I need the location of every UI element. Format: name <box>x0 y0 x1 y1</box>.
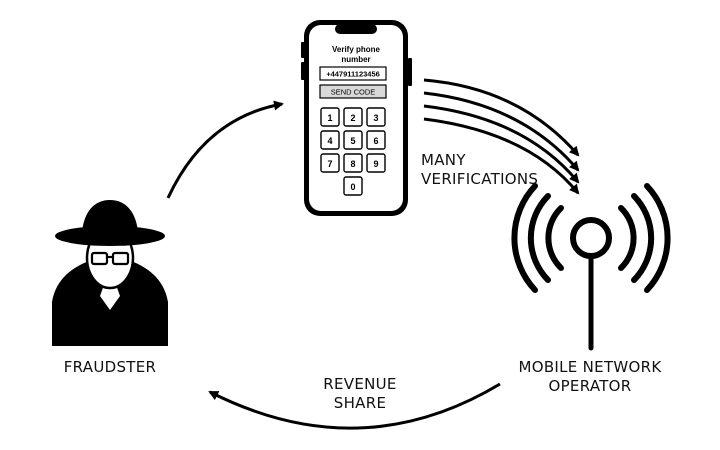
revenue-share-line1: REVENUE <box>323 375 397 393</box>
phone-number-input[interactable] <box>319 66 387 81</box>
antenna-core <box>570 217 612 259</box>
keypad-key-box[interactable] <box>343 107 363 127</box>
keypad-key-2[interactable]: 2 <box>343 107 363 127</box>
operator-label-line2: OPERATOR <box>548 377 632 395</box>
phone-notch <box>335 24 377 34</box>
operator-label: MOBILE NETWORK OPERATOR <box>500 358 680 396</box>
antenna-icon <box>511 183 671 351</box>
keypad-key-6[interactable]: 6 <box>366 130 386 150</box>
antenna-wave-right-1 <box>618 205 637 271</box>
keypad-key-label: 4 <box>327 136 332 146</box>
keypad-key-8[interactable]: 8 <box>343 153 363 173</box>
spy-glasses <box>90 251 130 266</box>
antenna-wave-left-3 <box>511 183 538 293</box>
keypad-key-9[interactable]: 9 <box>366 153 386 173</box>
spy-icon <box>52 200 168 346</box>
keypad-key-box[interactable] <box>366 130 386 150</box>
keypad-key-label: 0 <box>350 182 355 192</box>
phone-side-button <box>408 58 412 86</box>
spy-hat-crown <box>82 200 138 232</box>
keypad-key-3[interactable]: 3 <box>366 107 386 127</box>
send-code-button[interactable] <box>319 84 387 99</box>
antenna-wave-left-2 <box>527 193 551 283</box>
send-code-label: SEND CODE <box>331 88 376 97</box>
phone-title-line2: number <box>341 55 370 64</box>
keypad-key-label: 6 <box>373 136 378 146</box>
keypad-key-7[interactable]: 7 <box>320 153 340 173</box>
keypad-key-label: 3 <box>373 113 378 123</box>
keypad-key-4[interactable]: 4 <box>320 130 340 150</box>
verification-arrow-3 <box>423 104 580 184</box>
keypad-key-box[interactable] <box>366 107 386 127</box>
smartphone-icon: Verify phone number +447911123456 SEND C… <box>301 20 412 216</box>
verification-arrow-2 <box>423 91 580 172</box>
keypad-key-label: 7 <box>327 159 332 169</box>
arrow-fraudster-to-phone <box>166 100 284 199</box>
keypad-key-1[interactable]: 1 <box>320 107 340 127</box>
many-verifications-line2: VERIFICATIONS <box>421 170 539 188</box>
keypad-key-5[interactable]: 5 <box>343 130 363 150</box>
antenna-wave-left-1 <box>545 205 564 271</box>
antenna-wave-right-3 <box>644 183 671 293</box>
arrow-revenue-share <box>208 382 501 430</box>
verification-arrow-4 <box>423 117 580 195</box>
verification-arrow-1 <box>423 78 580 157</box>
keypad-key-label: 5 <box>350 136 355 146</box>
keypad-key-label: 2 <box>350 113 355 123</box>
fraudster-label: FRAUDSTER <box>63 358 157 376</box>
keypad-key-0[interactable]: 0 <box>343 176 363 196</box>
many-verifications-label: MANY VERIFICATIONS <box>421 151 538 189</box>
phone-number-value: +447911123456 <box>326 70 380 79</box>
keypad-key-box[interactable] <box>320 153 340 173</box>
keypad-key-box[interactable] <box>343 176 363 196</box>
keypad-key-box[interactable] <box>343 153 363 173</box>
keypad-key-label: 8 <box>350 159 355 169</box>
spy-hat-brim <box>55 226 165 246</box>
keypad: 1 2 3 4 5 6 7 8 9 0 <box>320 107 386 196</box>
keypad-key-box[interactable] <box>343 130 363 150</box>
many-verifications-line1: MANY <box>421 151 466 169</box>
keypad-key-label: 9 <box>373 159 378 169</box>
antenna-wave-right-2 <box>631 193 655 283</box>
operator-label-line1: MOBILE NETWORK <box>518 358 662 376</box>
keypad-key-label: 1 <box>327 113 332 123</box>
revenue-share-line2: SHARE <box>333 394 387 412</box>
revenue-share-label: REVENUE SHARE <box>300 375 420 413</box>
keypad-key-box[interactable] <box>320 130 340 150</box>
keypad-key-box[interactable] <box>320 107 340 127</box>
keypad-key-box[interactable] <box>366 153 386 173</box>
verification-arrows <box>423 78 580 195</box>
phone-title-line1: Verify phone <box>332 45 381 54</box>
